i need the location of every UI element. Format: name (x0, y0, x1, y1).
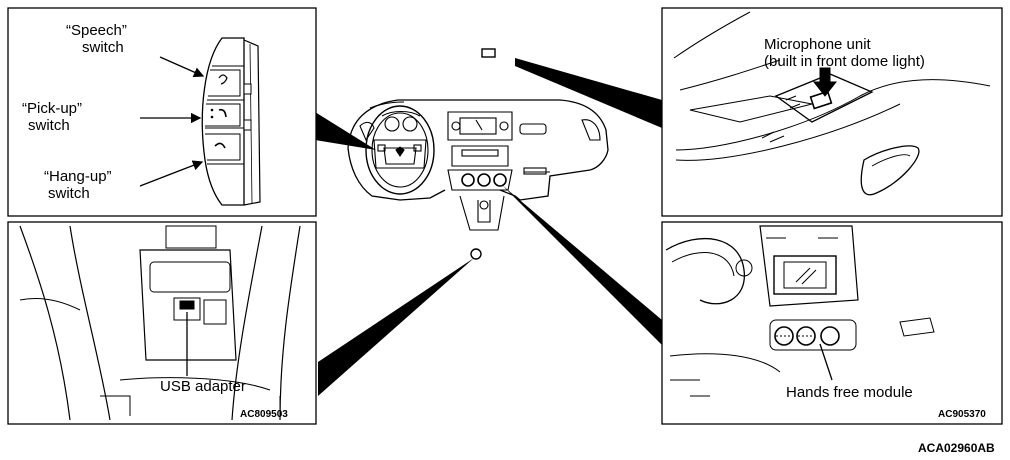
usb-panel (7, 221, 317, 425)
hands-free-module-label: Hands free module (786, 384, 913, 401)
handsfree-panel (661, 221, 1003, 425)
microphone-label-line2: (built in front dome light) (764, 53, 925, 70)
dome-light-marker (481, 48, 496, 58)
pickup-label-line1: “Pick-up” (22, 100, 83, 117)
usb-panel-code: AC809503 (240, 409, 288, 420)
pickup-switch-label: “Pick-up” switch (22, 100, 82, 134)
usb-marker (470, 248, 482, 260)
hangup-switch-label: “Hang-up” switch (44, 168, 112, 202)
wedge-usb (318, 258, 474, 396)
usb-adapter-label: USB adapter (160, 378, 246, 395)
steering-switch-panel (7, 7, 317, 217)
speech-label-line1: “Speech” (66, 22, 127, 39)
hangup-label-line2: switch (48, 185, 90, 202)
speech-label-line2: switch (82, 39, 124, 56)
microphone-label: Microphone unit (built in front dome lig… (764, 36, 925, 70)
microphone-panel (661, 7, 1003, 217)
microphone-label-line1: Microphone unit (764, 36, 871, 53)
handsfree-panel-code: AC905370 (938, 409, 986, 420)
wedge-steering (315, 112, 376, 150)
speech-switch-label: “Speech” switch (66, 22, 127, 56)
pickup-label-line2: switch (28, 117, 70, 134)
figure-code: ACA02960AB (918, 441, 995, 455)
callout-wedges (315, 58, 662, 396)
hangup-label-line1: “Hang-up” (44, 168, 112, 185)
wedge-microphone (515, 58, 662, 128)
wedge-handsfree (502, 185, 662, 345)
dashboard-overview (347, 48, 609, 260)
